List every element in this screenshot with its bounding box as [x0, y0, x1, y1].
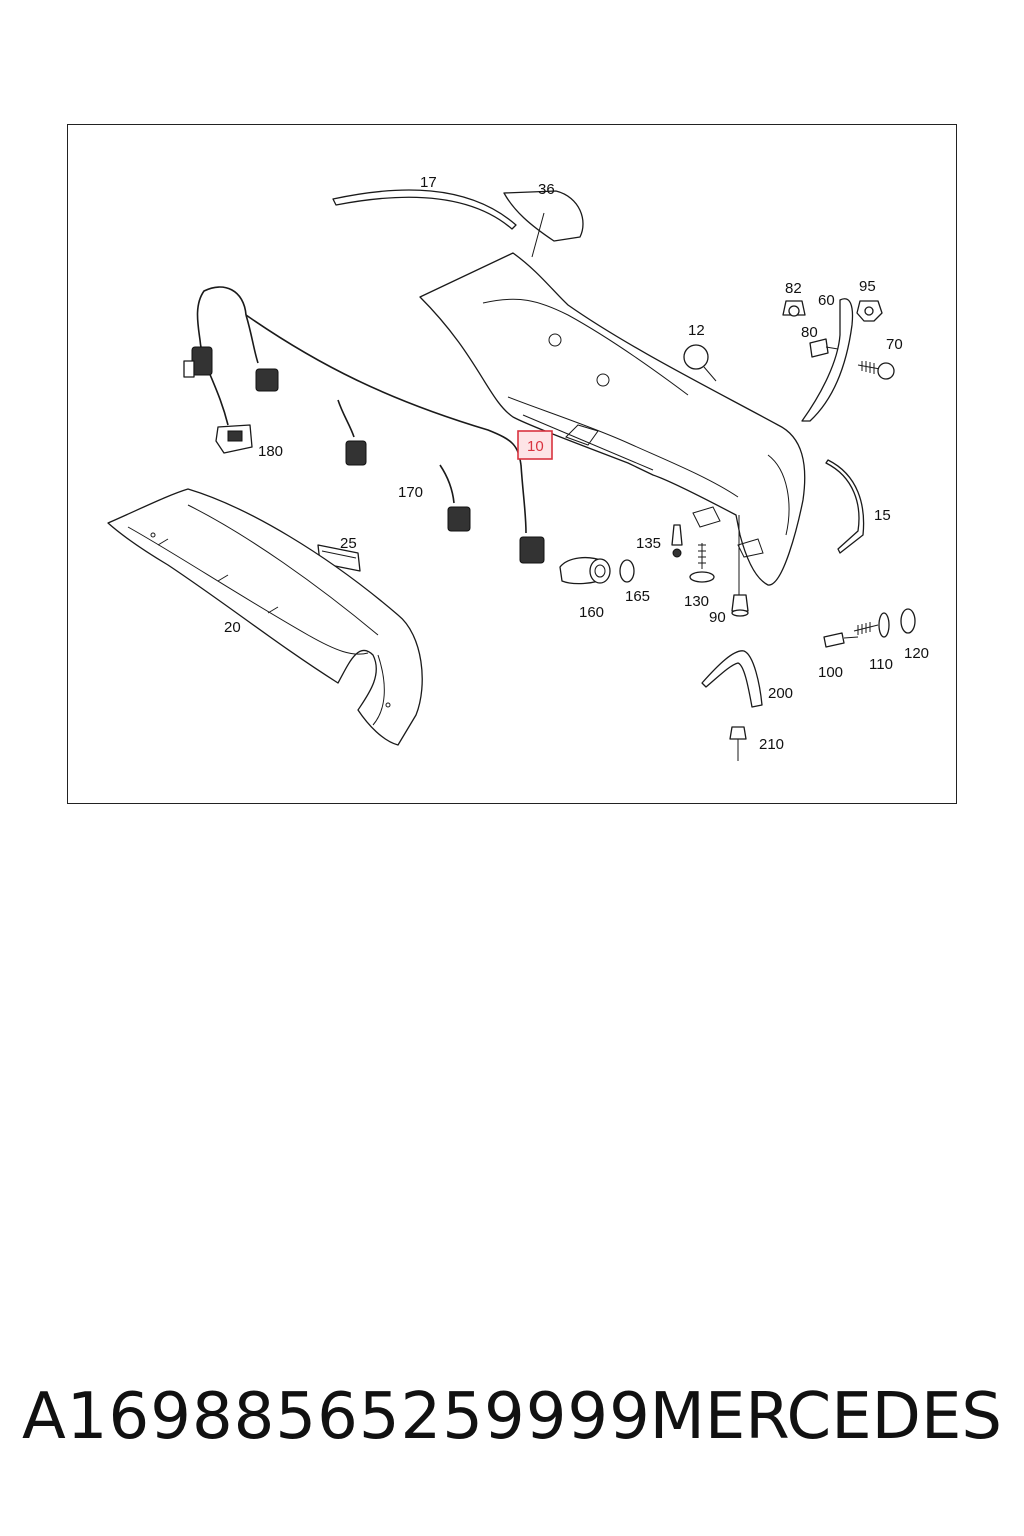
label-36: 36 [538, 181, 555, 198]
part-10-highlight[interactable]: 10 [517, 430, 553, 460]
label-120: 120 [904, 645, 929, 662]
label-165: 165 [625, 588, 650, 605]
label-135: 135 [636, 535, 661, 552]
part-10-bumper[interactable] [419, 252, 806, 595]
footer: A16988565259999 MERCEDES [0, 1380, 1024, 1470]
label-100: 100 [818, 664, 843, 681]
part-number: A16988565259999 [22, 1380, 651, 1454]
parts-diagram: 17 36 82 95 60 80 70 12 180 10 170 15 13… [107, 174, 929, 761]
part-100-clip[interactable] [823, 632, 859, 648]
part-200-bracket[interactable] [701, 650, 763, 708]
part-95-nut[interactable] [856, 300, 883, 322]
part-60-bracket[interactable] [801, 298, 854, 422]
part-12-cap[interactable] [683, 344, 717, 382]
label-130: 130 [684, 593, 709, 610]
label-110: 110 [869, 656, 893, 673]
label-80: 80 [801, 324, 818, 341]
label-210: 210 [759, 736, 784, 753]
label-70: 70 [886, 336, 903, 353]
label-25: 25 [340, 535, 357, 552]
part-15-trim-strip[interactable] [825, 459, 865, 554]
part-135-clip[interactable] [671, 524, 683, 558]
part-170-wiring-harness[interactable] [183, 286, 545, 564]
label-200: 200 [768, 685, 793, 702]
part-90-clip[interactable] [731, 594, 749, 617]
part-110-bolt[interactable] [853, 612, 890, 638]
label-10: 10 [527, 438, 544, 455]
part-120-ring[interactable] [900, 608, 916, 634]
label-95: 95 [859, 278, 876, 295]
part-20-diffuser[interactable] [107, 488, 423, 746]
part-82-clip[interactable] [782, 300, 806, 317]
label-90: 90 [709, 609, 726, 626]
part-165-ring[interactable] [619, 559, 635, 583]
part-180-connector[interactable] [215, 424, 253, 454]
label-82: 82 [785, 280, 802, 297]
diagram-frame: 17 36 82 95 60 80 70 12 180 10 170 15 13… [67, 124, 957, 804]
label-60: 60 [818, 292, 835, 309]
label-170: 170 [398, 484, 423, 501]
label-20: 20 [224, 619, 241, 636]
label-15: 15 [874, 507, 891, 524]
part-17-trim-strip[interactable] [332, 189, 517, 230]
part-130-screw[interactable] [689, 543, 715, 583]
label-17: 17 [420, 174, 437, 191]
part-160-sensor[interactable] [559, 556, 611, 585]
part-210-clip[interactable] [729, 726, 747, 761]
part-80-screw[interactable] [809, 338, 839, 358]
label-180: 180 [258, 443, 283, 460]
brand-name: MERCEDES [649, 1380, 1002, 1454]
part-70-bolt[interactable] [857, 361, 895, 380]
label-12: 12 [688, 322, 705, 339]
label-160: 160 [579, 604, 604, 621]
